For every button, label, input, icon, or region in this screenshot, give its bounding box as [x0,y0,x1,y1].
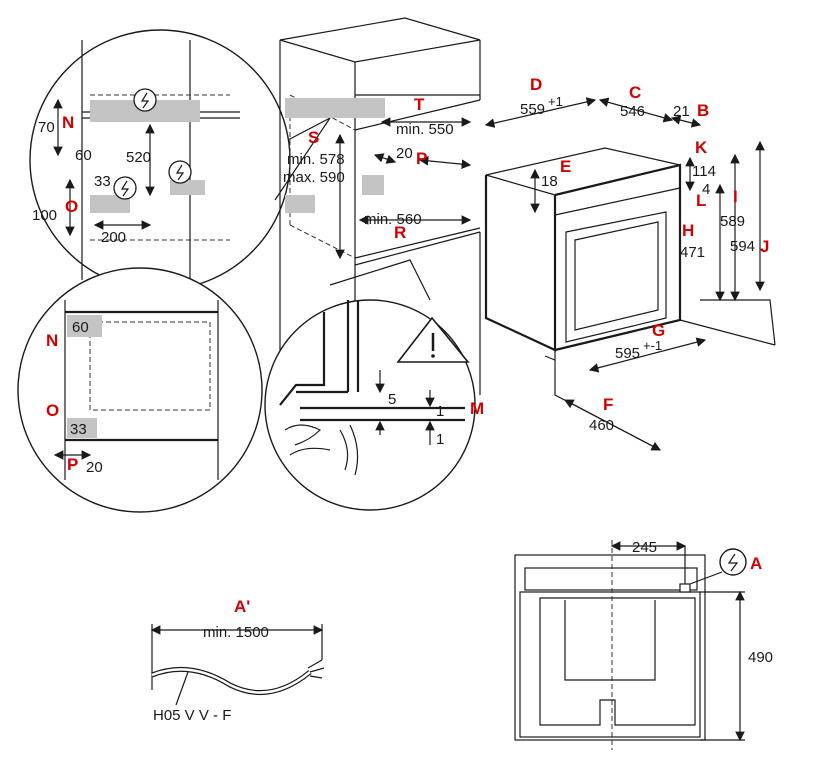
dim-min578: min. 578 [287,151,345,168]
label-O: O [65,197,78,216]
dim-100: 100 [32,207,57,224]
electric-connection-icon [133,88,157,112]
cable-type-label: H05 V V - F [153,707,231,724]
dim-471: 471 [680,244,705,261]
dim-70: 70 [38,119,55,136]
dim-595-tolerance: +-1 [643,338,662,353]
dim-18: 18 [541,173,558,190]
box-60: 60 [72,319,89,336]
label-E: E [560,157,571,176]
label-C: C [629,83,641,102]
label-O-lower: O [46,401,59,420]
label-L: L [696,191,706,210]
dim-520: 520 [126,149,151,166]
label-P: P [416,149,427,168]
dim-4: 4 [702,181,710,198]
dim-245: 245 [632,539,657,556]
label-G: G [652,321,665,340]
label-A: A [750,554,762,573]
label-D: D [530,75,542,94]
label-H: H [682,221,694,240]
label-K: K [695,138,708,157]
label-F: F [603,395,613,414]
dim-490: 490 [748,649,773,666]
label-P-lower: P [67,455,78,474]
dim-max590: max. 590 [283,169,345,186]
dim-min560: min. 560 [364,211,422,228]
label-N: N [62,113,74,132]
dim-min550: min. 550 [396,121,454,138]
dim-589: 589 [720,213,745,230]
dim-21: 21 [673,103,690,120]
label-M: M [470,399,484,418]
label-I: I [733,187,738,206]
dim-33: 33 [94,173,111,190]
dim-460: 460 [589,417,614,434]
oven: D 559 +1 C 546 21 B K E 18 114 4 L I 589… [484,75,776,451]
dim-594: 594 [730,238,755,255]
electric-connection-icon [113,176,137,200]
electric-connection-icon [168,160,192,184]
label-S: S [308,128,319,147]
dim-114: 114 [692,163,716,180]
dim-1-b: 1 [436,431,444,448]
label-B: B [697,101,709,120]
dim-5: 5 [388,391,396,408]
detail-circle-top: 70 N 60 520 33 O 100 200 [29,29,331,291]
dim-20: 20 [396,145,413,162]
box-33: 33 [70,421,87,438]
detail-circle-bottom: 60 N O 33 P 20 [17,267,263,513]
dim-546: 546 [620,103,645,120]
power-cable: A' min. 1500 H05 V V - F [150,597,325,724]
dim-1-a: 1 [436,403,444,420]
dim-559: 559 [520,101,545,118]
dim-200: 200 [101,229,126,246]
dim-60: 60 [75,147,92,164]
electric-connection-icon [719,548,747,576]
warning-triangle-icon [396,316,470,363]
oven-rear-view: 245 A 490 [514,539,773,750]
label-A-prime: A' [234,597,250,616]
detail-circle-gap: 5 1 1 M [264,259,484,511]
label-N-lower: N [46,331,58,350]
dim-20-lower: 20 [86,459,103,476]
label-T: T [414,95,425,114]
label-J: J [760,237,769,256]
dim-595: 595 [615,345,640,362]
dim-min1500: min. 1500 [203,624,269,641]
label-R: R [394,223,406,242]
dim-559-tolerance: +1 [548,94,563,109]
